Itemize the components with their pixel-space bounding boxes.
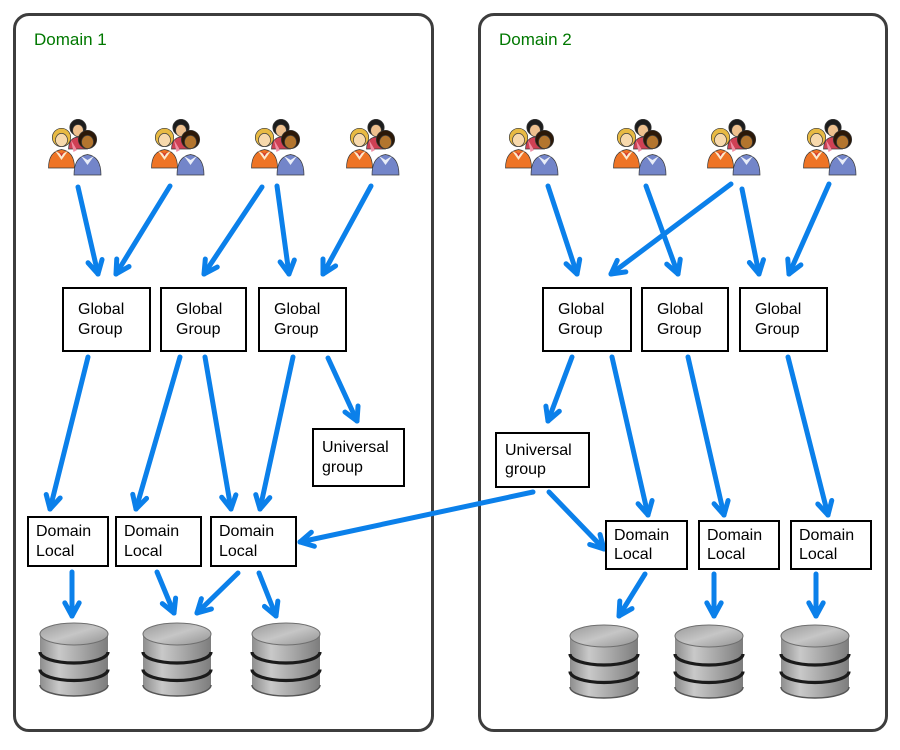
arrow-d2-domain-local-1--d2-database-1 (616, 571, 648, 619)
d2-database-1-icon (568, 624, 640, 699)
d1-domain-local-1-text-line-2: Local (36, 542, 75, 560)
d1-global-group-2-text-line-2: Group (176, 320, 221, 338)
d2-global-group-3-text-line-1: Global (755, 301, 802, 319)
arrow-d2-domain-local-2--d2-database-2 (704, 571, 724, 619)
arrow-d1-domain-local-1--d1-database-1 (62, 569, 82, 619)
arrow-d1-global-group-3--d1-domain-local-3 (253, 354, 296, 512)
d1-universal-group-text-line-2: group (322, 458, 363, 476)
d1-domain-local-2-text-line-2: Local (124, 542, 163, 560)
arrow-d1-domain-local-2--d1-database-2 (154, 569, 179, 616)
d1-global-group-1-text-line-2: Group (78, 320, 123, 338)
arrow-d2-users-2--d2-global-group-2 (643, 183, 683, 277)
arrow-d1-global-group-1--d1-domain-local-1 (43, 354, 91, 512)
d2-universal-group: Universal group (495, 432, 590, 488)
arrow-d1-global-group-2--d1-domain-local-3 (202, 354, 239, 512)
arrow-d2-domain-local-3--d2-database-3 (806, 571, 826, 619)
arrow-d1-global-group-2--d1-domain-local-2 (130, 354, 183, 512)
d2-global-group-1-text-line-1: Global (558, 301, 605, 319)
arrow-d1-domain-local-3--d1-database-2 (194, 570, 241, 616)
arrow-d2-global-group-1--d2-universal-group (543, 354, 575, 424)
d2-domain-local-1-text-line-2: Local (614, 546, 653, 563)
arrow-d2-global-group-1--d2-domain-local-1 (609, 354, 655, 518)
d2-domain-local-1-text-line-1: Domain (614, 526, 670, 544)
d2-global-group-1-text-line-2: Group (558, 320, 603, 338)
d2-domain-local-3-text-line-1: Domain (799, 526, 855, 544)
d1-universal-group-text-line-1: Universal (322, 439, 389, 457)
d1-domain-local-3-text-line-1: Domain (219, 523, 275, 541)
d1-database-2-icon (141, 622, 213, 697)
arrow-d2-users-3--d2-global-group-3 (739, 186, 766, 277)
arrow-d1-users-3--d1-global-group-2 (201, 184, 265, 277)
d2-database-3-icon (779, 624, 851, 699)
arrow-d1-users-2--d1-global-group-1 (113, 183, 173, 277)
d1-global-group-1-text-line-1: Global (78, 301, 125, 319)
d1-global-group-2-text-line-1: Global (176, 301, 223, 319)
arrow-d2-universal-group--d2-domain-local-1 (546, 489, 607, 552)
arrow-d2-universal-group--d1-domain-local-3 (297, 489, 536, 549)
d1-database-1-icon (38, 622, 110, 697)
d2-users-4-icon (803, 118, 857, 176)
d2-users-1-icon (505, 118, 559, 176)
d1-users-4-icon (346, 118, 400, 176)
arrow-d2-global-group-3--d2-domain-local-3 (785, 354, 835, 518)
d2-universal-group-text-line-1: Universal (505, 441, 572, 459)
arrow-d2-users-4--d2-global-group-3 (785, 181, 832, 277)
d2-global-group-2-text-line-2: Group (657, 320, 702, 338)
d2-database-2-icon (673, 624, 745, 699)
arrow-d1-domain-local-3--d1-database-3 (256, 570, 281, 619)
d1-global-group-3-text-line-2: Group (274, 320, 319, 338)
d1-global-group-3-text-line-1: Global (274, 301, 321, 319)
d1-domain-local-2-text-line-1: Domain (124, 523, 180, 541)
d1-users-1-icon (48, 118, 102, 176)
domain-1-label: Domain 1 (34, 30, 107, 49)
d2-global-group-2-text-line-1: Global (657, 301, 704, 319)
d1-users-2-icon (151, 118, 205, 176)
d2-users-3-icon (707, 118, 761, 176)
d1-users-3-icon (251, 118, 305, 176)
d2-domain-local-2-text-line-2: Local (707, 546, 746, 563)
arrow-d2-global-group-2--d2-domain-local-2 (685, 354, 731, 518)
arrow-d1-users-4--d1-global-group-3 (320, 183, 374, 277)
d1-database-3-icon (250, 622, 322, 697)
arrow-d2-users-3--d2-global-group-1 (608, 181, 734, 277)
d1-domain-local-3-text-line-2: Local (219, 542, 258, 560)
d1-domain-local-1-text-line-1: Domain (36, 523, 92, 541)
arrow-d1-users-1--d1-global-group-1 (75, 184, 105, 277)
domain-2-label: Domain 2 (499, 30, 572, 49)
d2-domain-local-3-text-line-2: Local (799, 546, 838, 563)
d2-users-2-icon (613, 118, 667, 176)
d2-global-group-3-text-line-2: Group (755, 320, 800, 338)
d2-domain-local-2-text-line-1: Domain (707, 526, 763, 544)
d2-universal-group-text-line-2: group (505, 461, 546, 478)
arrow-d1-users-3--d1-global-group-3 (274, 183, 297, 277)
arrow-d1-global-group-3--d1-universal-group (325, 355, 361, 424)
arrow-d2-users-1--d2-global-group-1 (545, 183, 583, 277)
